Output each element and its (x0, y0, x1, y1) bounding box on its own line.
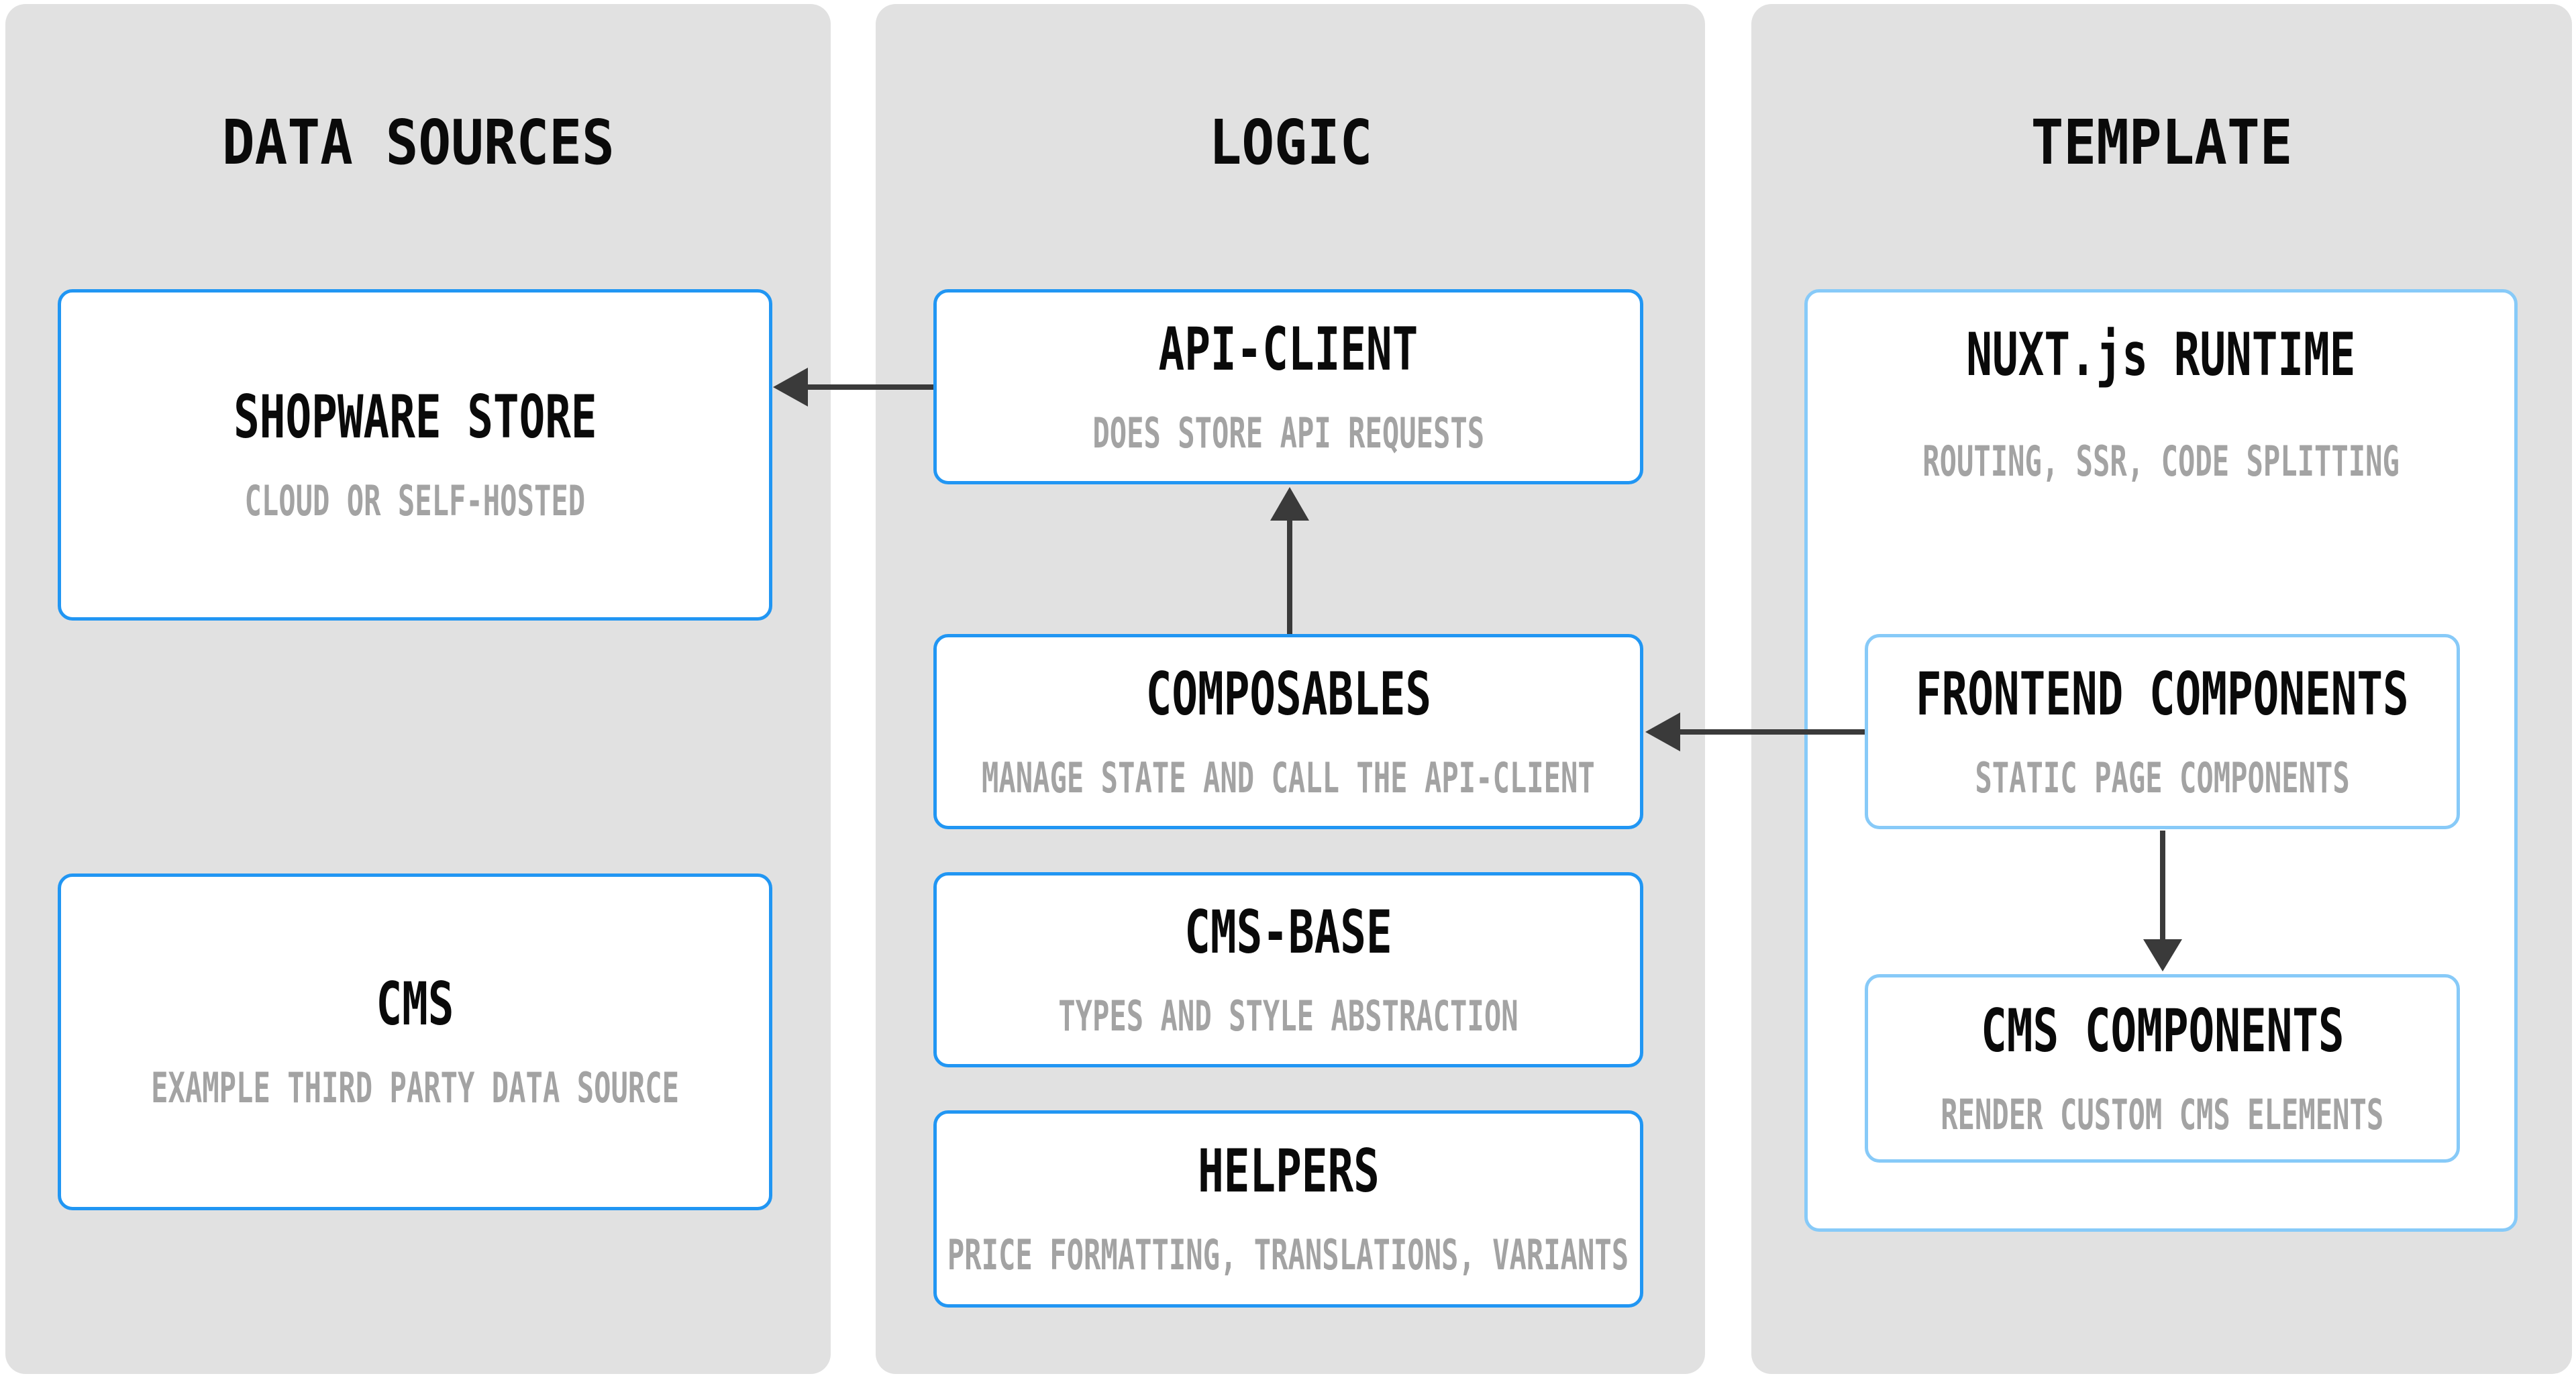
box-subtitle: EXAMPLE THIRD PARTY DATA SOURCE (151, 1063, 679, 1112)
box-shopware-store: SHOPWARE STORE CLOUD OR SELF-HOSTED (58, 289, 772, 621)
box-title: NUXT.js RUNTIME (1966, 320, 2356, 389)
box-title: COMPOSABLES (1145, 659, 1431, 729)
column-title-data-sources: DATA SOURCES (5, 106, 831, 178)
box-composables: COMPOSABLES MANAGE STATE AND CALL THE AP… (933, 634, 1643, 829)
box-helpers: HELPERS PRICE FORMATTING, TRANSLATIONS, … (933, 1110, 1643, 1308)
box-frontend-components: FRONTEND COMPONENTS STATIC PAGE COMPONEN… (1865, 634, 2460, 829)
box-title: SHOPWARE STORE (233, 382, 597, 452)
box-title: CMS (376, 969, 454, 1039)
box-title: CMS COMPONENTS (1980, 996, 2345, 1065)
box-subtitle: RENDER CUSTOM CMS ELEMENTS (1941, 1090, 2384, 1139)
column-title-logic: LOGIC (876, 106, 1705, 178)
box-cms-components: CMS COMPONENTS RENDER CUSTOM CMS ELEMENT… (1865, 974, 2460, 1163)
box-cms-base: CMS-BASE TYPES AND STYLE ABSTRACTION (933, 872, 1643, 1067)
box-title: FRONTEND COMPONENTS (1916, 659, 2409, 729)
box-title: CMS-BASE (1184, 897, 1392, 967)
column-title-template: TEMPLATE (1751, 106, 2572, 178)
box-title: HELPERS (1197, 1136, 1380, 1206)
column-title-text: DATA SOURCES (221, 106, 615, 178)
box-subtitle: TYPES AND STYLE ABSTRACTION (1058, 991, 1518, 1041)
box-subtitle: ROUTING, SSR, CODE SPLITTING (1922, 437, 2400, 486)
column-title-text: LOGIC (1208, 106, 1372, 178)
box-subtitle: DOES STORE API REQUESTS (1092, 408, 1484, 458)
box-subtitle: PRICE FORMATTING, TRANSLATIONS, VARIANTS (947, 1230, 1629, 1279)
box-subtitle: MANAGE STATE AND CALL THE API-CLIENT (982, 753, 1595, 802)
box-api-client: API-CLIENT DOES STORE API REQUESTS (933, 289, 1643, 484)
column-title-text: TEMPLATE (2030, 106, 2293, 178)
box-cms: CMS EXAMPLE THIRD PARTY DATA SOURCE (58, 873, 772, 1210)
box-subtitle: STATIC PAGE COMPONENTS (1975, 753, 2350, 802)
box-title: API-CLIENT (1158, 314, 1419, 384)
box-subtitle: CLOUD OR SELF-HOSTED (244, 476, 586, 525)
